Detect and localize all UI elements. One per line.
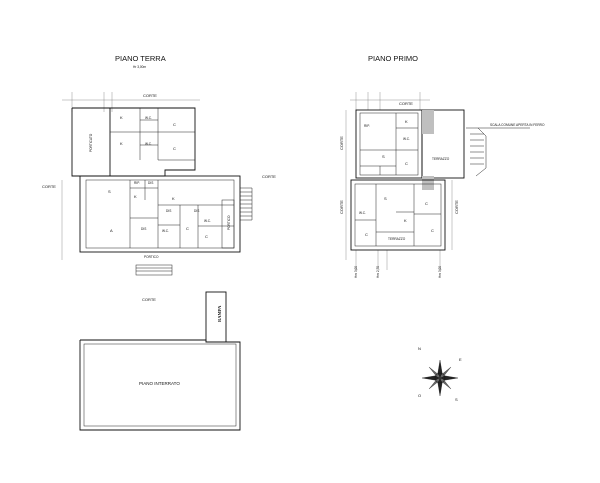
ground-room-dis-3: DIS bbox=[194, 209, 199, 213]
first-dimension-lines bbox=[345, 92, 453, 270]
ground-room-wc-3: W.C. bbox=[162, 229, 169, 233]
first-room-s-2: S bbox=[384, 196, 387, 201]
first-corte-top: CORTE bbox=[399, 101, 413, 106]
ground-room-c-4: C bbox=[205, 234, 208, 239]
ground-floor-title: PIANO TERRA bbox=[115, 54, 166, 63]
first-stair-label: SCALA COMUNE APERTA IN FERRO bbox=[490, 123, 545, 127]
first-room-s-1: S bbox=[382, 154, 385, 159]
ground-bottom-steps bbox=[135, 264, 173, 276]
ground-room-dis-4: DIS bbox=[141, 227, 146, 231]
first-height-3: Hm 3,00 bbox=[438, 266, 442, 278]
ground-room-wc-1: W.C. bbox=[145, 116, 152, 120]
compass-n: N bbox=[418, 346, 421, 351]
ground-corte-bottom: CORTE bbox=[142, 297, 156, 302]
ramp-block bbox=[205, 291, 227, 343]
ground-room-rip: RIP. bbox=[134, 181, 140, 185]
first-upper-unit bbox=[355, 109, 423, 179]
first-corte-left-2: CORTE bbox=[339, 200, 344, 214]
ground-upper-wing bbox=[71, 107, 196, 177]
ground-room-c-2: C bbox=[173, 146, 176, 151]
first-terrace bbox=[421, 109, 465, 190]
ground-room-k-2: K bbox=[120, 141, 123, 146]
ground-room-k-1: K bbox=[120, 115, 123, 120]
first-room-c-2: C bbox=[425, 201, 428, 206]
ground-portico-right-label: PORTICO bbox=[227, 215, 231, 230]
first-terrace-lower-label: TERRAZZO bbox=[388, 237, 406, 241]
first-room-c-1: C bbox=[405, 161, 408, 166]
ground-room-k-4: K bbox=[172, 196, 175, 201]
first-height-1: Hm 3,00 bbox=[354, 266, 358, 278]
ground-room-wc-2: W.C. bbox=[145, 142, 152, 146]
first-room-c-3: C bbox=[365, 232, 368, 237]
ground-main-block bbox=[79, 175, 241, 253]
ground-room-a: A bbox=[110, 228, 113, 233]
first-terrace-label: TERRAZZO bbox=[432, 157, 450, 161]
ground-room-c-1: C bbox=[173, 122, 176, 127]
ground-room-dis-1: DIS bbox=[148, 181, 153, 185]
first-room-k-2: K bbox=[404, 218, 407, 223]
ground-porticato-label: PORTICATO bbox=[89, 133, 93, 152]
compass-o: O bbox=[418, 393, 421, 398]
first-room-k-1: K bbox=[405, 119, 408, 124]
compass-e: E bbox=[459, 357, 462, 362]
ground-corte-top: CORTE bbox=[143, 93, 157, 98]
first-room-wc-2: W.C. bbox=[359, 211, 366, 215]
first-room-c-4: C bbox=[431, 228, 434, 233]
first-corte-left-1: CORTE bbox=[339, 136, 344, 150]
first-room-rip-1: RIP. bbox=[364, 124, 370, 128]
ground-dimension-lines bbox=[61, 92, 200, 260]
ramp-label: RAMPA bbox=[217, 305, 222, 322]
basement-title: PIANO INTERRATO bbox=[139, 381, 180, 386]
ground-corte-right: CORTE bbox=[262, 174, 276, 179]
ground-corte-left: CORTE bbox=[42, 184, 56, 189]
first-lower-unit bbox=[350, 179, 446, 251]
ground-floor-height: Hr 3,00m bbox=[133, 65, 146, 69]
ground-room-k-3: K bbox=[134, 194, 137, 199]
first-room-wc-1: W.C. bbox=[403, 137, 410, 141]
first-floor-title: PIANO PRIMO bbox=[368, 54, 418, 63]
ground-portico-bottom-label: PORTICO bbox=[144, 255, 159, 259]
ground-right-portico bbox=[221, 187, 253, 249]
ground-room-s: S bbox=[108, 189, 111, 194]
compass-rose bbox=[421, 359, 459, 397]
basement-outline bbox=[79, 339, 241, 431]
first-corte-right: CORTE bbox=[454, 200, 459, 214]
first-height-2: Hm 2,70 bbox=[376, 266, 380, 278]
compass-s: S bbox=[455, 397, 458, 402]
ground-room-dis-2: DIS bbox=[166, 209, 171, 213]
ground-room-wc-4: W.C. bbox=[204, 219, 211, 223]
ground-room-c-3: C bbox=[186, 226, 189, 231]
first-external-stair bbox=[466, 127, 530, 177]
